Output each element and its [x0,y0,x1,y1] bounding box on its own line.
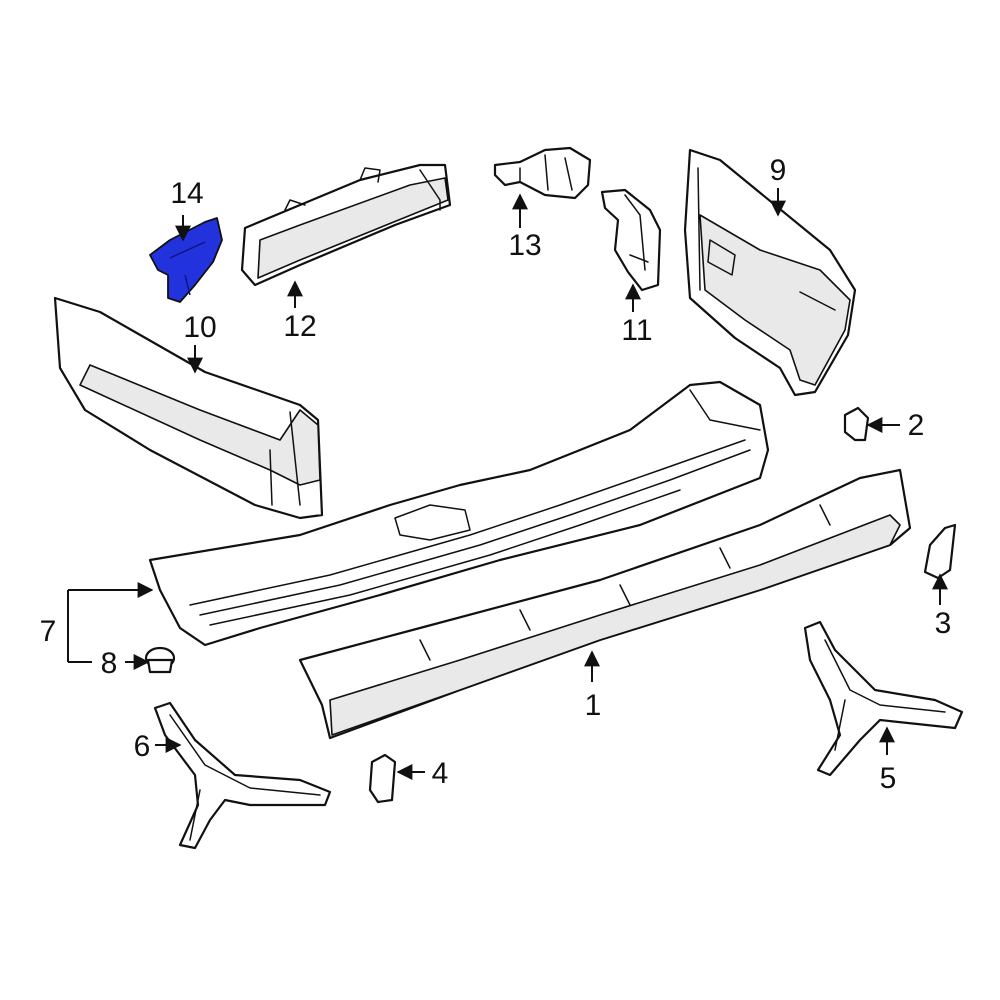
callout-12: 12 [283,310,316,343]
part-3-bracket[interactable] [923,523,957,580]
part-9-bumper-end-right[interactable] [683,148,857,397]
part-10-bumper-end-left[interactable] [53,296,324,520]
callout-10: 10 [183,311,216,344]
callout-5: 5 [880,762,897,795]
callout-labels: 14 10 12 13 11 9 2 3 4 5 6 7 8 1 [40,154,952,795]
part-13-bracket[interactable] [493,146,592,200]
part-12-reinforcement[interactable] [240,163,452,287]
part-1-impact-bar[interactable] [298,468,912,740]
part-5-stay-right[interactable] [803,620,964,777]
callout-3: 3 [935,607,952,640]
callout-9: 9 [770,154,787,187]
part-6-stay-left[interactable] [153,701,332,850]
part-14-bracket-highlighted[interactable] [149,217,223,303]
part-11-bracket[interactable] [600,188,662,292]
callout-4: 4 [432,757,449,790]
callout-8: 8 [101,647,118,680]
leader-lines [67,188,948,780]
callout-13: 13 [508,229,541,262]
part-7-bumper-cover[interactable] [148,380,770,647]
callout-7: 7 [40,615,57,648]
part-8-plug[interactable] [144,646,176,674]
callout-14: 14 [170,177,203,210]
callout-6: 6 [134,730,151,763]
callout-2: 2 [908,409,925,442]
callout-11: 11 [621,314,652,347]
part-2-clip[interactable] [843,406,870,442]
callout-1: 1 [585,689,602,722]
part-4-bracket[interactable] [368,753,397,804]
